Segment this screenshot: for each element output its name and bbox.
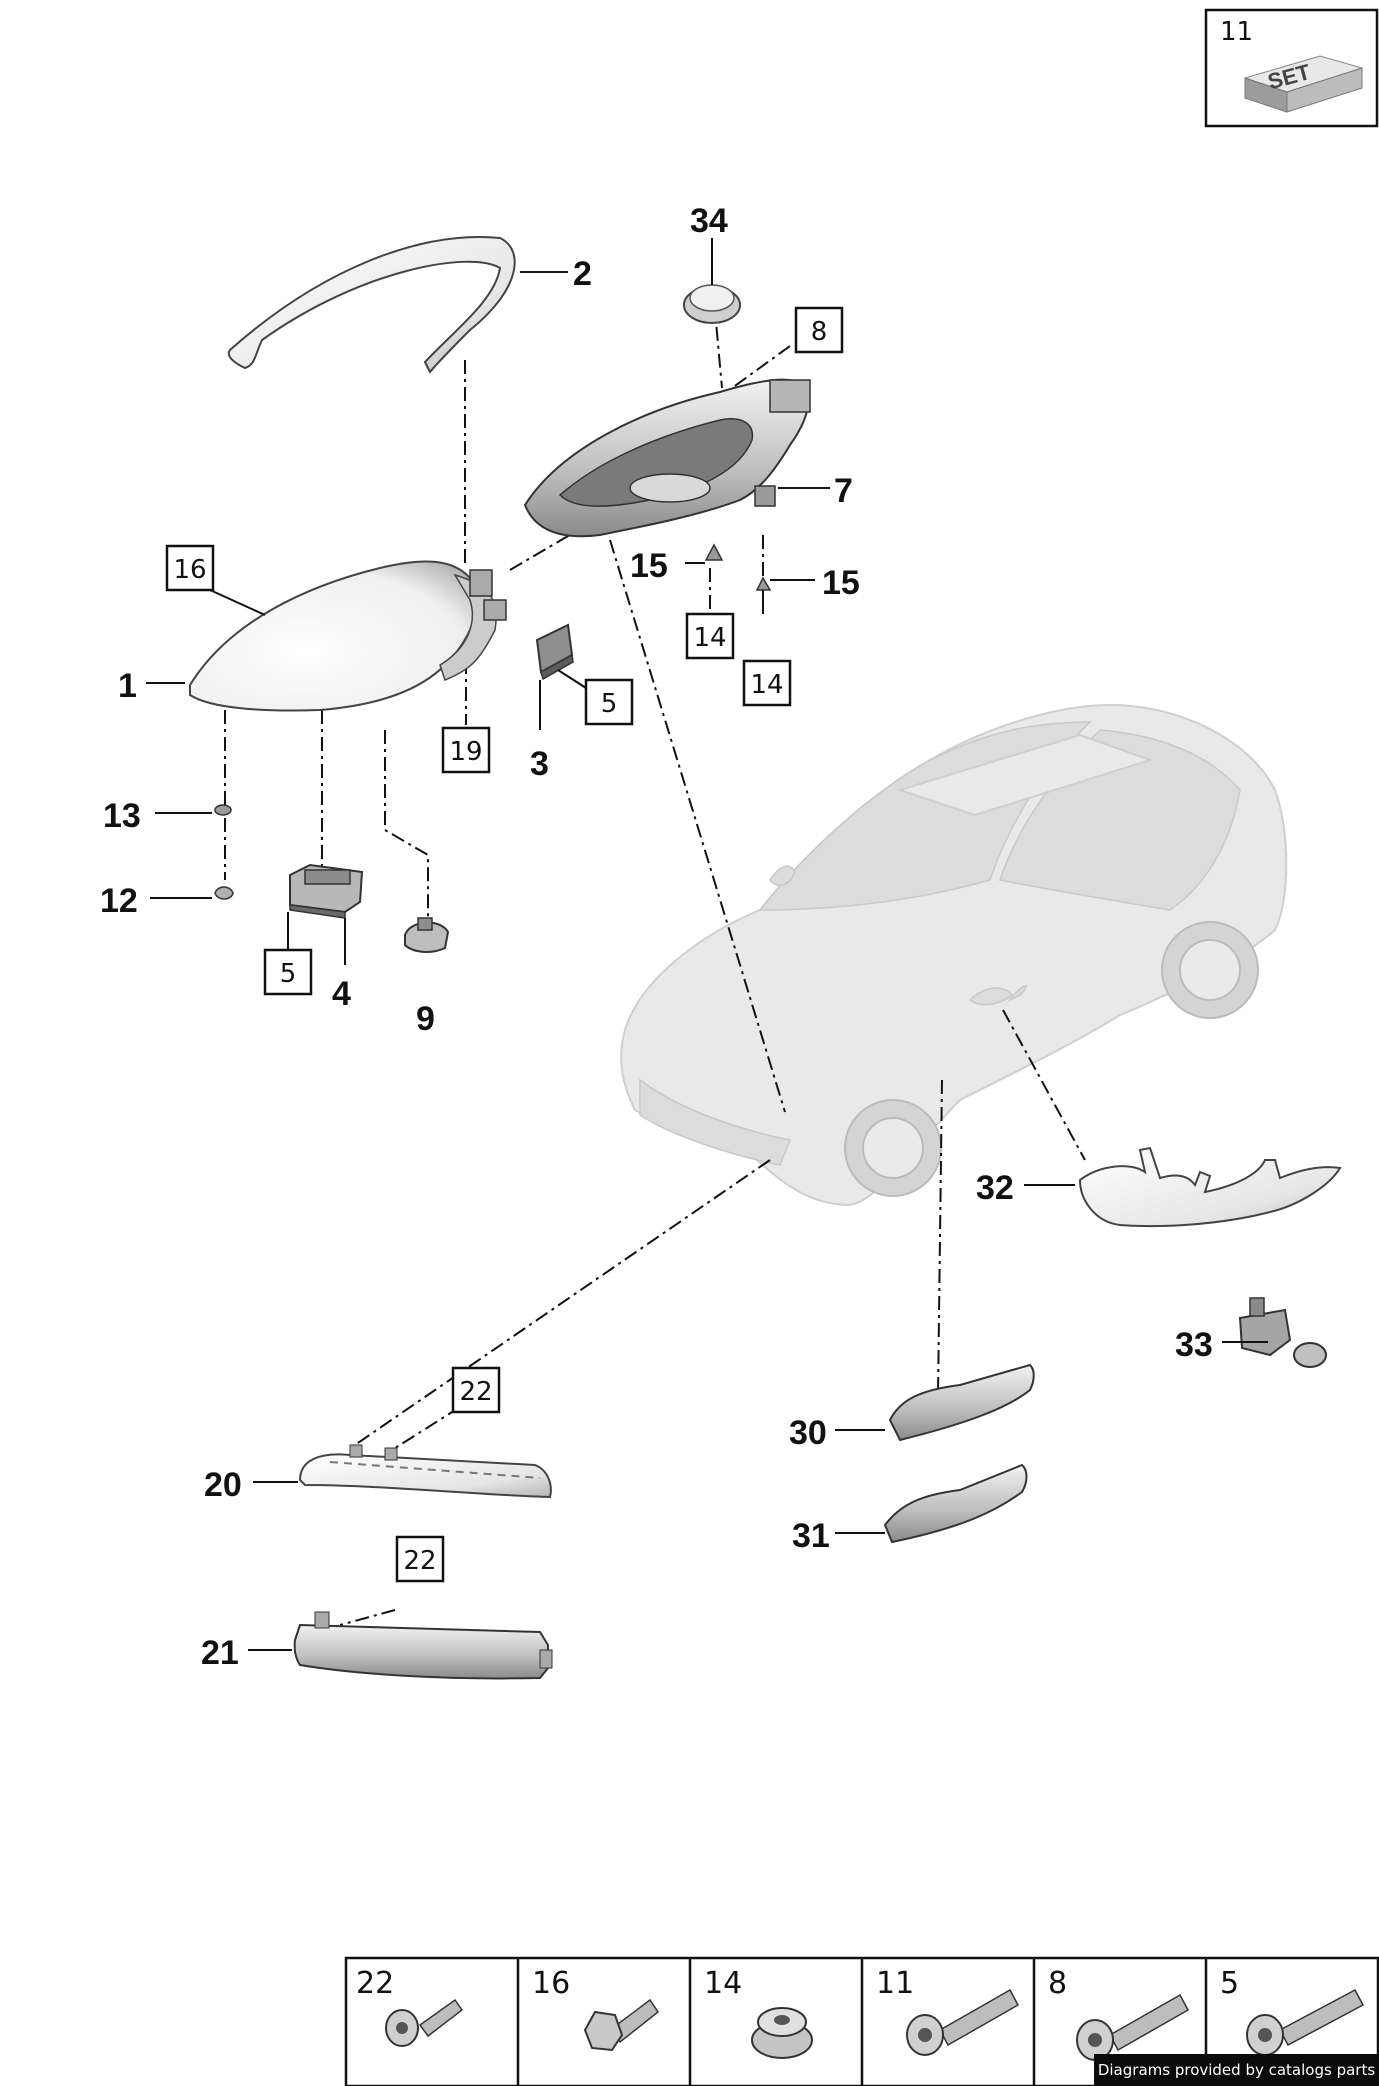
ref-box-22-upper-label: 22 bbox=[459, 1377, 492, 1407]
callout-9: 9 bbox=[416, 1000, 435, 1038]
ref-box-16-label: 16 bbox=[173, 555, 206, 585]
ref-box-5-upper[interactable]: 5 bbox=[584, 678, 634, 726]
legend-number: 22 bbox=[356, 1966, 394, 2001]
callout-31: 31 bbox=[792, 1517, 830, 1555]
legend-cell-5[interactable]: 5 bbox=[1220, 1966, 1365, 2056]
callout-34: 34 bbox=[690, 202, 728, 240]
ref-box-19-label: 19 bbox=[449, 737, 482, 767]
nut-insert-icon bbox=[751, 2007, 813, 2059]
callout-4: 4 bbox=[332, 975, 351, 1013]
part-headlight-assembly[interactable] bbox=[189, 560, 507, 712]
ref-box-5-lower[interactable]: 5 bbox=[263, 948, 313, 996]
part-mirror-turn-signal[interactable] bbox=[1078, 1146, 1342, 1228]
legend-cell-11[interactable]: 11 bbox=[876, 1966, 1020, 2056]
torx-screw-small-icon bbox=[385, 1998, 464, 2047]
legend-number: 14 bbox=[704, 1966, 742, 2001]
torx-bolt-icon bbox=[906, 1988, 1020, 2056]
ref-box-14-right-label: 14 bbox=[750, 670, 783, 700]
boxed-references: 8 16 14 14 5 19 5 22 bbox=[165, 306, 844, 1583]
legend-number: 11 bbox=[876, 1966, 914, 2001]
legend-number: 5 bbox=[1220, 1966, 1239, 2001]
ref-box-14-left-label: 14 bbox=[693, 623, 726, 653]
hex-flange-bolt-icon bbox=[583, 1998, 660, 2052]
callout-21: 21 bbox=[201, 1634, 239, 1672]
part-turn-signal-socket[interactable] bbox=[1238, 1297, 1327, 1368]
callout-15-left: 15 bbox=[630, 547, 668, 585]
legend-number: 8 bbox=[1048, 1966, 1067, 2001]
part-trim-strip[interactable] bbox=[227, 236, 516, 374]
legend-cell-8[interactable]: 8 bbox=[1048, 1966, 1190, 2061]
ref-box-14-left[interactable]: 14 bbox=[685, 612, 735, 660]
ref-box-16[interactable]: 16 bbox=[165, 544, 215, 592]
ref-box-14-right[interactable]: 14 bbox=[742, 659, 792, 707]
part-clip-nut[interactable] bbox=[214, 886, 234, 900]
credit-banner: Diagrams provided by catalogs parts bbox=[1094, 2054, 1379, 2086]
part-washer[interactable] bbox=[214, 804, 232, 816]
callout-3: 3 bbox=[530, 745, 549, 783]
ref-box-5-upper-label: 5 bbox=[601, 689, 618, 719]
part-daytime-running-light[interactable] bbox=[298, 1444, 552, 1499]
ref-box-22-lower[interactable]: 22 bbox=[395, 1535, 445, 1583]
part-adjuster-screw[interactable] bbox=[755, 576, 772, 591]
callout-15-right: 15 bbox=[822, 564, 860, 602]
legend-cell-22[interactable]: 22 bbox=[356, 1966, 464, 2047]
legend-number: 16 bbox=[532, 1966, 570, 2001]
fastener-legend: 22 16 14 11 bbox=[344, 1956, 1379, 2086]
callout-20: 20 bbox=[204, 1466, 242, 1504]
ref-box-8[interactable]: 8 bbox=[794, 306, 844, 354]
legend-cell-16[interactable]: 16 bbox=[532, 1966, 660, 2052]
ref-box-22-upper[interactable]: 22 bbox=[451, 1366, 501, 1414]
ref-box-5-lower-label: 5 bbox=[280, 959, 297, 989]
set-block-icon: SET bbox=[1243, 55, 1364, 113]
ref-box-8-label: 8 bbox=[811, 317, 828, 347]
part-led-module[interactable] bbox=[289, 863, 364, 919]
part-side-marker-rear[interactable] bbox=[883, 1463, 1028, 1544]
part-bulb-socket[interactable] bbox=[404, 917, 450, 953]
callout-1: 1 bbox=[118, 667, 137, 705]
callout-12: 12 bbox=[100, 882, 138, 920]
ref-box-19[interactable]: 19 bbox=[441, 726, 491, 774]
torx-bolt-icon bbox=[1246, 1988, 1365, 2056]
part-fog-light[interactable] bbox=[293, 1611, 553, 1680]
part-headlight-housing[interactable] bbox=[523, 378, 811, 538]
part-control-unit[interactable] bbox=[535, 623, 574, 681]
set-box-number: 11 bbox=[1220, 17, 1253, 47]
torx-bolt-icon bbox=[1076, 1993, 1190, 2061]
callout-33: 33 bbox=[1175, 1326, 1213, 1364]
part-side-marker-front[interactable] bbox=[888, 1363, 1035, 1442]
part-grommet-cap[interactable] bbox=[683, 284, 741, 324]
part-adjuster-screw[interactable] bbox=[704, 543, 724, 561]
set-box[interactable]: 11 SET bbox=[1204, 8, 1379, 128]
callout-7: 7 bbox=[834, 472, 853, 510]
callout-2: 2 bbox=[573, 255, 592, 293]
ref-box-22-lower-label: 22 bbox=[403, 1546, 436, 1576]
vehicle-silhouette bbox=[620, 703, 1288, 1207]
callout-30: 30 bbox=[789, 1414, 827, 1452]
callout-32: 32 bbox=[976, 1169, 1014, 1207]
callout-13: 13 bbox=[103, 797, 141, 835]
callout-labels: 2 34 7 15 15 1 3 13 12 4 9 32 33 30 31 2… bbox=[100, 202, 1268, 1672]
legend-cell-14[interactable]: 14 bbox=[704, 1966, 813, 2059]
